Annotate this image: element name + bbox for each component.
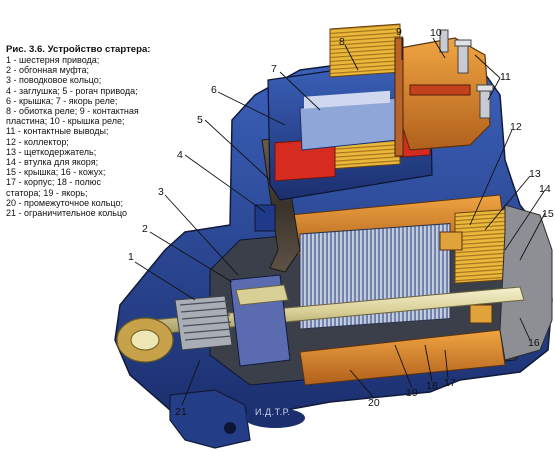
callout-7: 7: [271, 63, 277, 75]
callout-18: 18: [426, 380, 438, 392]
callout-20: 20: [368, 397, 380, 409]
legend: Рис. 3.6. Устройство стартера: 1 - шесте…: [6, 44, 174, 218]
legend-line-14: статора; 19 - якорь;: [6, 187, 88, 198]
flange-bolt-hole: [224, 422, 236, 434]
leader-line-8: [344, 44, 359, 71]
callout-1: 1: [128, 251, 134, 263]
callout-13: 13: [529, 168, 541, 180]
leader-line-21: [181, 359, 201, 406]
terminal-studs: [439, 29, 494, 119]
callout-2: 2: [142, 223, 148, 235]
clutch-collar: [235, 284, 289, 306]
callout-6: 6: [211, 84, 217, 96]
brush-holder-top: [439, 231, 463, 251]
leader-line-4: [184, 154, 266, 213]
contact-plate: [394, 37, 404, 157]
contact-rod: [409, 84, 471, 96]
leader-line-2: [149, 231, 233, 283]
figure-title: Рис. 3.6. Устройство стартера:: [6, 44, 151, 55]
brush-holder-bottom: [469, 304, 493, 324]
leader-line-18: [424, 344, 433, 382]
callout-12: 12: [510, 121, 522, 133]
leader-line-11b: [487, 77, 501, 101]
leader-line-7: [279, 71, 321, 111]
legend-line-8: 11 - контактные выводы;: [6, 126, 109, 137]
leader-line-16: [519, 317, 531, 341]
legend-line-3: 3 - поводковое кольцо;: [6, 75, 102, 86]
legend-line-15: 20 - промежуточное кольцо;: [6, 197, 123, 208]
legend-line-12: 15 - крышка; 16 - кожух;: [6, 167, 106, 178]
leader-lines: [134, 36, 546, 406]
solenoid-winding-upper: [329, 23, 401, 78]
callout-16: 16: [528, 337, 540, 349]
legend-line-16: 21 - ограничительное кольцо: [6, 208, 128, 219]
legend-line-6: 8 - обиотка реле; 9 - контактная: [6, 106, 139, 117]
callout-5: 5: [197, 114, 203, 126]
callout-10: 10: [430, 27, 442, 39]
plunger-rod: [304, 90, 390, 109]
leader-line-11a: [474, 54, 501, 79]
legend-line-1: 1 - шестерня привода;: [6, 55, 100, 65]
drive-pinion: [174, 295, 233, 351]
callout-15: 15: [542, 208, 554, 220]
legend-line-9: 12 - коллектор;: [6, 136, 69, 147]
callout-4: 4: [177, 149, 183, 161]
leader-line-20: [349, 369, 375, 399]
callout-19: 19: [406, 387, 418, 399]
plug: [254, 204, 276, 232]
legend-line-7: пластина; 10 - крышка реле;: [6, 116, 125, 127]
watermark-logo: И.Д.Т.Р.: [255, 407, 290, 417]
housing-bottom-shadow: [245, 408, 305, 428]
legend-line-5: 6 - крышка; 7 - якорь реле;: [6, 95, 118, 106]
leader-line-5: [204, 119, 271, 181]
leader-line-3: [164, 194, 239, 276]
rear-cover: [499, 204, 553, 361]
callout-11: 11: [500, 71, 511, 83]
leader-line-6: [217, 91, 286, 126]
leader-line-17: [444, 349, 449, 379]
callout-17: 17: [444, 377, 456, 389]
callout-9: 9: [396, 26, 402, 38]
leader-line-1: [134, 261, 196, 301]
leader-line-12: [469, 129, 513, 226]
legend-line-13: 17 - корпус; 18 - полюс: [6, 177, 102, 188]
callout-21: 21: [175, 406, 187, 418]
leader-line-15: [519, 212, 546, 261]
leader-line-14: [504, 189, 546, 251]
callout-8: 8: [339, 36, 345, 48]
leader-line-19: [394, 344, 413, 389]
leader-line-10: [432, 37, 446, 59]
callout-14: 14: [539, 183, 551, 195]
legend-line-2: 2 - обгонная муфта;: [6, 65, 89, 76]
legend-line-11: 14 - втулка для якоря;: [6, 157, 99, 168]
legend-line-4: 4 - заглушка; 5 - рогач привода;: [6, 85, 138, 96]
leader-line-13: [484, 175, 531, 231]
shaft-end: [130, 329, 160, 351]
callout-3: 3: [158, 186, 164, 198]
legend-line-10: 13 - щеткодержатель;: [6, 146, 97, 157]
